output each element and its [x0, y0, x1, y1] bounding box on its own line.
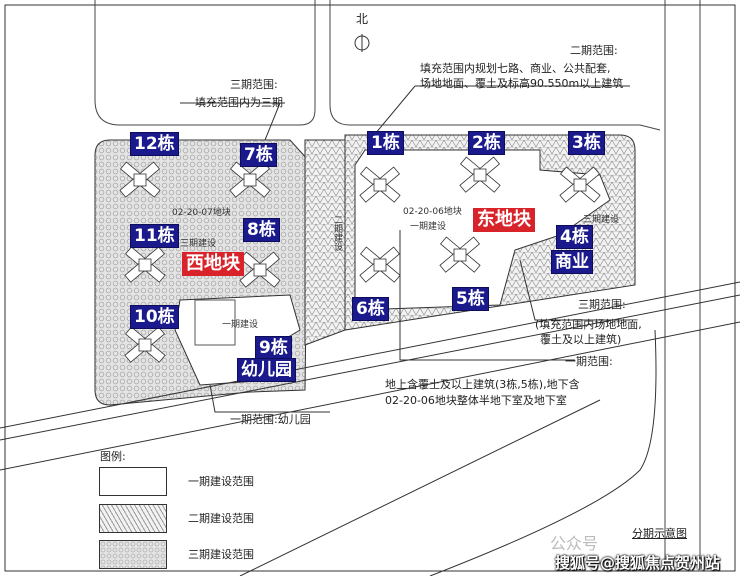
- phase1-line1: 地上含覆土及以上建筑(3栋,5栋),地下含: [385, 378, 580, 391]
- building-1-label: 1栋: [367, 131, 404, 155]
- building-11-label: 11栋: [130, 224, 179, 248]
- east-plot-label: 东地块: [473, 208, 535, 232]
- phase3-e-line1: (填充范围内场地地面,: [535, 318, 642, 331]
- watermark: 搜狐号@搜狐焦点贺州站: [555, 554, 721, 572]
- building-3-label: 3栋: [568, 131, 605, 155]
- phase3-e-line2: 覆土及以上建筑): [540, 333, 622, 346]
- north-label: 北: [356, 12, 369, 26]
- legend-title: 图例:: [100, 450, 126, 463]
- legend-swatch-phase1: [99, 467, 167, 496]
- phase1-kindergarten: 一期范围:幼儿园: [230, 413, 311, 426]
- phase1-line2: 02-20-06地块整体半地下室及地下室: [385, 394, 567, 407]
- kindergarten-label: 幼儿园: [237, 358, 296, 382]
- phase3-e-title: 三期范围:: [578, 298, 626, 311]
- west-plot-label: 西地块: [182, 252, 244, 276]
- legend-phase2: 二期建设范围: [188, 512, 254, 525]
- legend-swatch-phase3: [99, 540, 167, 569]
- west-plot-phase: 三期建设: [180, 239, 217, 249]
- building-4-label: 4栋: [556, 225, 593, 249]
- phase2-line2: 场地地面、覆土及标高90.550m以上建筑: [420, 77, 624, 90]
- building-10-label: 10栋: [130, 305, 179, 329]
- phase1-title: 一期范围:: [565, 355, 613, 368]
- east-plot-phase: 一期建设: [410, 222, 447, 232]
- kindergarten-phase: 一期建设: [222, 320, 259, 330]
- diagram-caption: 分期示意图: [632, 527, 687, 540]
- building-6-label: 6栋: [352, 297, 389, 321]
- building-2-label: 2栋: [468, 131, 505, 155]
- commercial-label: 商业: [551, 250, 593, 274]
- building-8-label: 8栋: [243, 218, 280, 242]
- building-12-label: 12栋: [130, 132, 179, 156]
- phase3-nw-title: 三期范围:: [230, 78, 278, 91]
- west-plot-code: 02-20-07地块: [172, 208, 231, 218]
- strip-phase: 二期建设: [332, 215, 342, 251]
- east-corner-phase: 三期建设: [583, 215, 620, 225]
- phase2-title: 二期范围:: [570, 44, 618, 57]
- phase3-nw-text: 填充范围内为三期: [195, 96, 283, 109]
- building-7-label: 7栋: [240, 143, 277, 167]
- watermark-faint: 公众号: [550, 534, 599, 553]
- east-plot-code: 02-20-06地块: [403, 207, 462, 217]
- legend-phase3: 三期建设范围: [188, 548, 254, 561]
- phase2-line1: 填充范围内规划七路、商业、公共配套,: [420, 62, 611, 75]
- building-5-label: 5栋: [452, 287, 489, 311]
- legend-phase1: 一期建设范围: [188, 475, 254, 488]
- building-9-label: 9栋: [255, 336, 292, 360]
- legend-swatch-phase2: [99, 504, 167, 533]
